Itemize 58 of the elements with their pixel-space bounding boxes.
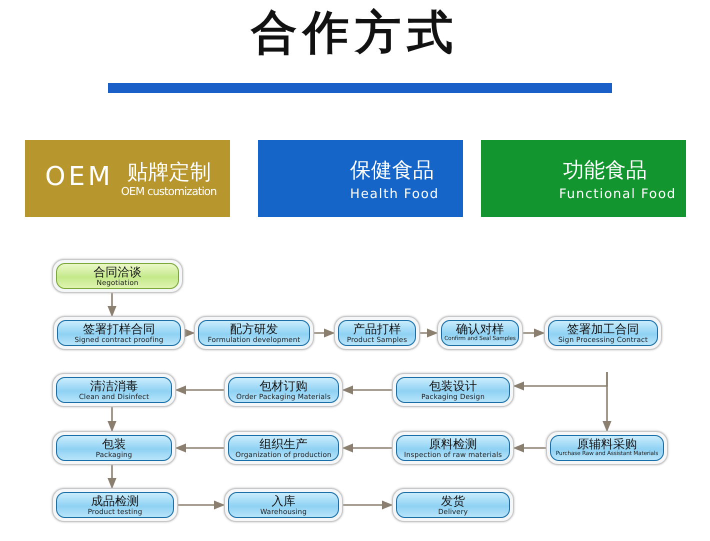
process-box bbox=[392, 488, 514, 522]
process-box bbox=[544, 316, 662, 350]
step-title: 发货 bbox=[441, 494, 465, 508]
process-box bbox=[53, 316, 185, 350]
arrow bbox=[512, 444, 546, 452]
step-title: 成品检测 bbox=[91, 494, 139, 508]
step-title: 包材订购 bbox=[260, 380, 308, 392]
arrow bbox=[420, 328, 438, 338]
process-box bbox=[437, 316, 523, 350]
banner-heading: 功能食品 bbox=[563, 157, 647, 184]
step-title: 清洁消毒 bbox=[90, 380, 138, 392]
step-title: 原料检测 bbox=[429, 438, 477, 450]
arrow bbox=[343, 500, 394, 510]
step-title: 合同洽谈 bbox=[94, 266, 142, 278]
banner-subtitle: OEM customization bbox=[121, 185, 217, 198]
arrow bbox=[108, 293, 116, 318]
step-title: 确认对样 bbox=[456, 323, 504, 336]
banner-subtitle: Functional Food bbox=[559, 187, 676, 202]
arrow bbox=[342, 444, 392, 452]
category-banner bbox=[481, 140, 686, 217]
step-title: 原辅料采购 bbox=[577, 438, 637, 452]
step-title: 包装设计 bbox=[429, 380, 477, 392]
step-title: 组织生产 bbox=[260, 438, 308, 450]
arrow bbox=[174, 386, 224, 394]
arrow bbox=[342, 386, 392, 394]
step-title: 入库 bbox=[272, 494, 296, 508]
process-box bbox=[52, 373, 176, 407]
step-title: 签署打样合同 bbox=[83, 322, 155, 336]
process-box bbox=[194, 316, 314, 350]
category-banner bbox=[25, 140, 230, 217]
arrow bbox=[523, 328, 546, 338]
arrow bbox=[108, 407, 116, 432]
arrow bbox=[178, 500, 226, 510]
process-box bbox=[224, 488, 343, 522]
process-box bbox=[224, 373, 343, 407]
banner-heading: 贴牌定制 bbox=[127, 159, 211, 186]
arrow bbox=[602, 372, 612, 432]
process-box bbox=[52, 431, 176, 465]
arrow bbox=[108, 465, 116, 490]
step-title: 配方研发 bbox=[230, 322, 278, 336]
banner-heading: 保健食品 bbox=[350, 157, 434, 184]
step-title: 产品打样 bbox=[353, 322, 401, 336]
title: 合作方式 bbox=[250, 4, 460, 61]
arrow bbox=[184, 328, 196, 338]
process-box bbox=[392, 373, 514, 407]
step-title: 签署加工合同 bbox=[567, 322, 639, 336]
process-box bbox=[52, 488, 178, 522]
banner-label: OEM bbox=[45, 162, 114, 192]
process-box bbox=[546, 431, 668, 465]
arrow bbox=[314, 328, 336, 338]
step-title: 包装 bbox=[102, 438, 126, 450]
process-box bbox=[52, 259, 183, 293]
banner-subtitle: Health Food bbox=[350, 187, 439, 202]
process-box bbox=[334, 316, 420, 350]
process-box bbox=[392, 431, 514, 465]
process-box bbox=[224, 431, 343, 465]
category-banner bbox=[258, 140, 463, 217]
arrow bbox=[174, 444, 224, 452]
